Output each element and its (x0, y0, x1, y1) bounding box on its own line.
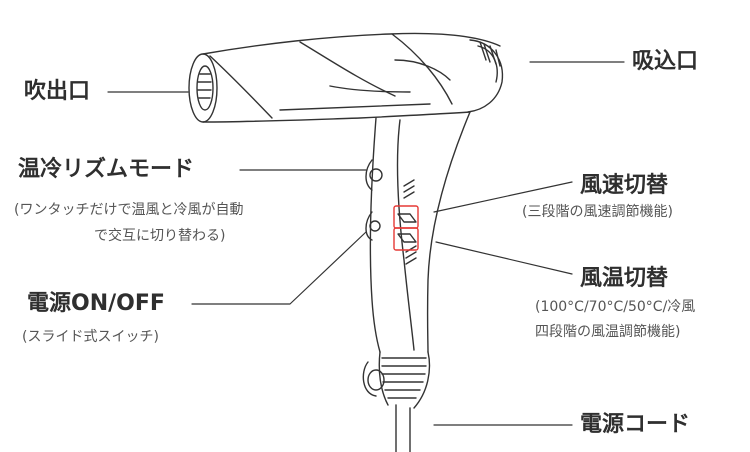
cord-relief (362, 351, 431, 452)
label-temp-switch-desc-1: (100°C/70°C/50°C/冷風 (535, 299, 696, 315)
label-intake: 吸込口 (632, 49, 699, 74)
dryer-handle (365, 111, 471, 353)
speed-button-highlight (393, 205, 419, 229)
label-speed-switch-desc: (三段階の風速調節機能) (522, 204, 673, 220)
label-rhythm-mode-desc-1: (ワンタッチだけで温風と冷風が自動 (14, 202, 244, 218)
label-power-desc: (スライド式スイッチ) (22, 329, 159, 345)
label-rhythm-mode-desc-2: で交互に切り替わる) (94, 228, 226, 244)
label-outlet: 吹出口 (24, 79, 91, 104)
label-temp-switch-desc-2: 四段階の風温調節機能) (535, 324, 681, 340)
dryer-barrel (202, 32, 501, 123)
outlet-nozzle (188, 53, 218, 123)
temp-button-highlight (393, 227, 419, 251)
label-rhythm-mode: 温冷リズムモード (18, 157, 195, 182)
label-cord: 電源コード (580, 412, 691, 437)
intake-vent (467, 39, 504, 113)
label-speed-switch: 風速切替 (580, 173, 669, 198)
button-highlights (393, 205, 419, 251)
leader-lines (107, 61, 625, 426)
label-power: 電源ON/OFF (27, 291, 165, 316)
label-temp-switch: 風温切替 (580, 266, 669, 291)
